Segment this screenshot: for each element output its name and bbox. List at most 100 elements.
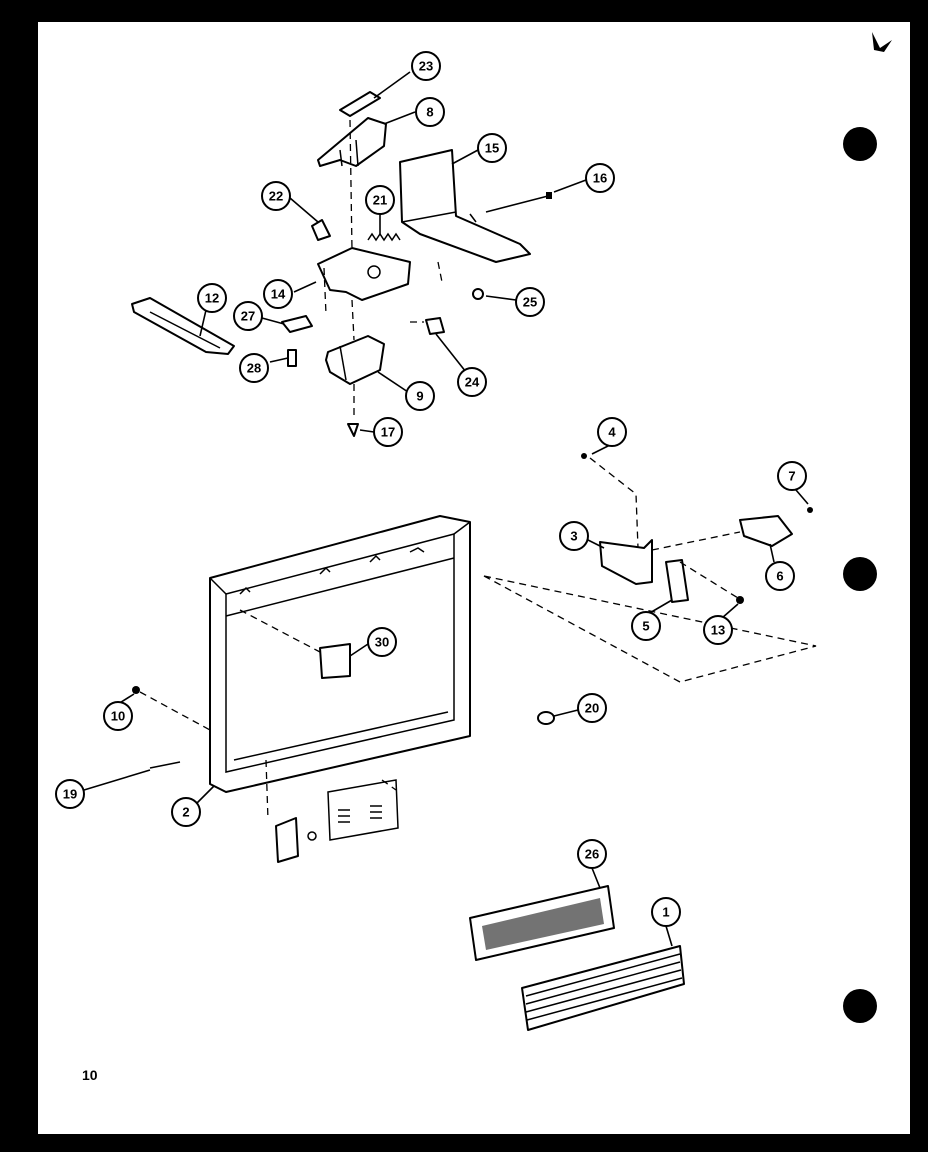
callout-circle	[171, 797, 201, 827]
part-30-clip	[319, 643, 351, 679]
callout-circle	[411, 51, 441, 81]
callout-label: 15	[485, 141, 499, 156]
callout-circle	[597, 417, 627, 447]
callout-label: 10	[111, 709, 125, 724]
callout-label: 26	[585, 847, 599, 862]
callout-label: 8	[426, 105, 433, 120]
callout-label: 23	[419, 59, 433, 74]
callout-circle	[197, 283, 227, 313]
callout-label: 12	[205, 291, 219, 306]
callout-circle	[263, 279, 293, 309]
callout-circle	[367, 627, 397, 657]
part-10-screw	[132, 686, 140, 694]
callout-label: 16	[593, 171, 607, 186]
callout-30: 30	[367, 627, 397, 657]
callout-circle	[373, 417, 403, 447]
callout-28: 28	[239, 353, 269, 383]
callout-label: 19	[63, 787, 77, 802]
callout-label: 9	[416, 389, 423, 404]
part-7-screw	[807, 507, 813, 513]
part-24-block	[425, 317, 445, 335]
callout-5: 5	[631, 611, 661, 641]
callout-22: 22	[261, 181, 291, 211]
callout-circle	[415, 97, 445, 127]
callout-circle	[777, 461, 807, 491]
callout-circle	[261, 181, 291, 211]
callout-label: 4	[608, 425, 616, 440]
callout-label: 14	[271, 287, 286, 302]
callout-label: 13	[711, 623, 725, 638]
callout-label: 1	[662, 905, 669, 920]
callout-9: 9	[405, 381, 435, 411]
part-23-pad	[339, 91, 381, 117]
callout-circle	[405, 381, 435, 411]
page-number: 10	[82, 1067, 98, 1083]
callout-12: 12	[197, 283, 227, 313]
callout-circle	[515, 287, 545, 317]
callout-7: 7	[777, 461, 807, 491]
callout-circle	[651, 897, 681, 927]
part-8-bracket	[317, 117, 387, 167]
binder-hole-middle	[843, 557, 877, 591]
callout-15: 15	[477, 133, 507, 163]
part-27-tab	[281, 315, 313, 333]
callout-27: 27	[233, 301, 263, 331]
part-28-pin	[287, 349, 297, 367]
callout-21: 21	[365, 185, 395, 215]
callout-label: 25	[523, 295, 537, 310]
callout-20: 20	[577, 693, 607, 723]
callout-circle	[457, 367, 487, 397]
callout-circle	[559, 521, 589, 551]
part-3-bracket	[599, 539, 653, 585]
callout-26: 26	[577, 839, 607, 869]
part-1-grille	[521, 945, 685, 1031]
callout-3: 3	[559, 521, 589, 551]
part-25-nut	[472, 288, 484, 300]
callout-17: 17	[373, 417, 403, 447]
callout-23: 23	[411, 51, 441, 81]
callout-2: 2	[171, 797, 201, 827]
callout-label: 21	[373, 193, 387, 208]
callout-label: 22	[269, 189, 283, 204]
callout-circle	[577, 693, 607, 723]
callout-label: 28	[247, 361, 261, 376]
callout-circle	[477, 133, 507, 163]
part-20-ring	[537, 711, 555, 725]
callout-label: 7	[788, 469, 795, 484]
callout-6: 6	[765, 561, 795, 591]
part-15-plate	[399, 149, 531, 263]
callout-label: 30	[375, 635, 389, 650]
callout-8: 8	[415, 97, 445, 127]
part-19-screw	[149, 761, 181, 769]
callout-label: 24	[465, 375, 480, 390]
callout-10: 10	[103, 701, 133, 731]
callout-24: 24	[457, 367, 487, 397]
callout-circle	[55, 779, 85, 809]
callout-label: 6	[776, 569, 783, 584]
callout-circle	[585, 163, 615, 193]
callout-circle	[103, 701, 133, 731]
callout-circle	[631, 611, 661, 641]
callout-circle	[577, 839, 607, 869]
callout-19: 19	[55, 779, 85, 809]
part-16-screw	[485, 195, 549, 213]
part-4-screw	[581, 453, 587, 459]
part-6-hinge	[739, 515, 793, 547]
callout-label: 17	[381, 425, 395, 440]
callout-label: 5	[642, 619, 649, 634]
callout-label: 20	[585, 701, 599, 716]
callout-label: 27	[241, 309, 255, 324]
part-22-clip	[311, 219, 331, 241]
callout-16: 16	[585, 163, 615, 193]
callout-circle	[365, 185, 395, 215]
part-12-lever	[131, 297, 235, 355]
control-panel	[275, 817, 299, 863]
callout-circle	[233, 301, 263, 331]
callout-25: 25	[515, 287, 545, 317]
binder-hole-top	[843, 127, 877, 161]
callout-4: 4	[597, 417, 627, 447]
callout-circle	[703, 615, 733, 645]
part-21-spring	[367, 232, 401, 242]
